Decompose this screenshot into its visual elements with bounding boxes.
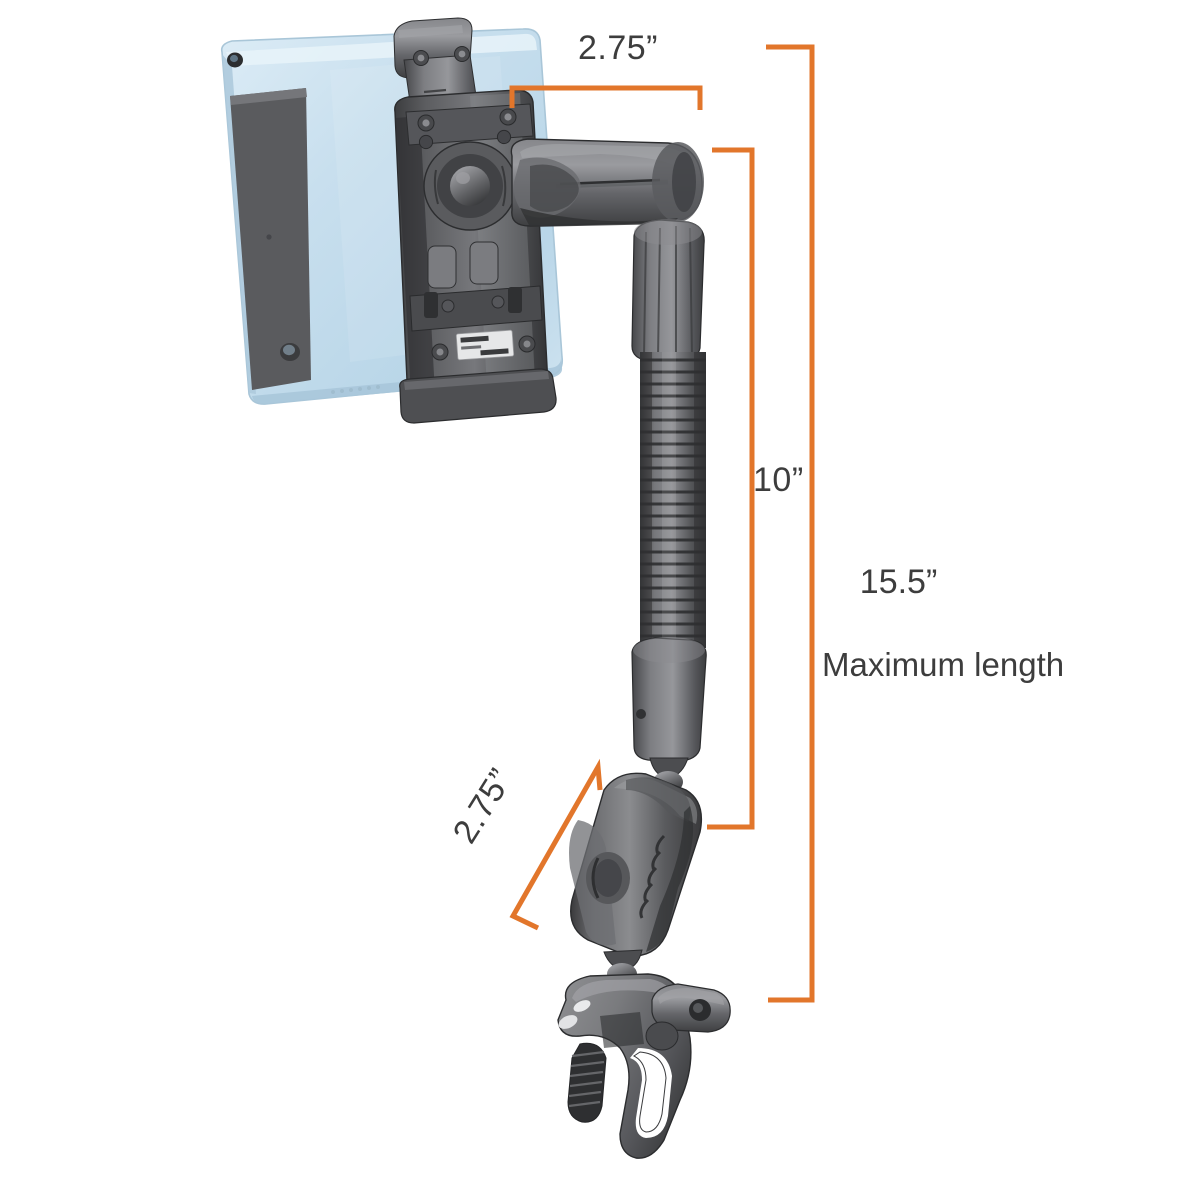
cradle-label [455,329,515,361]
dim-label-total-caption: Maximum length [822,646,1065,684]
dim-bracket-total [766,44,815,1003]
dim-label-arm-height: 10” [753,461,804,499]
clamp-base [557,973,731,1159]
dim-bracket-arm-height [707,147,755,830]
tablet-cradle [393,17,557,424]
dim-label-top-width: 2.75” [578,29,658,67]
dim-label-total-length: 15.5” Maximum length [822,522,1064,765]
dim-bracket-knuckle [509,758,603,931]
lower-socket-arm [569,772,703,985]
ribbed-extension-arm [631,219,707,793]
dim-label-total-value: 15.5” [859,563,938,602]
upper-socket-arm [510,138,704,227]
dim-bracket-top [509,85,703,110]
